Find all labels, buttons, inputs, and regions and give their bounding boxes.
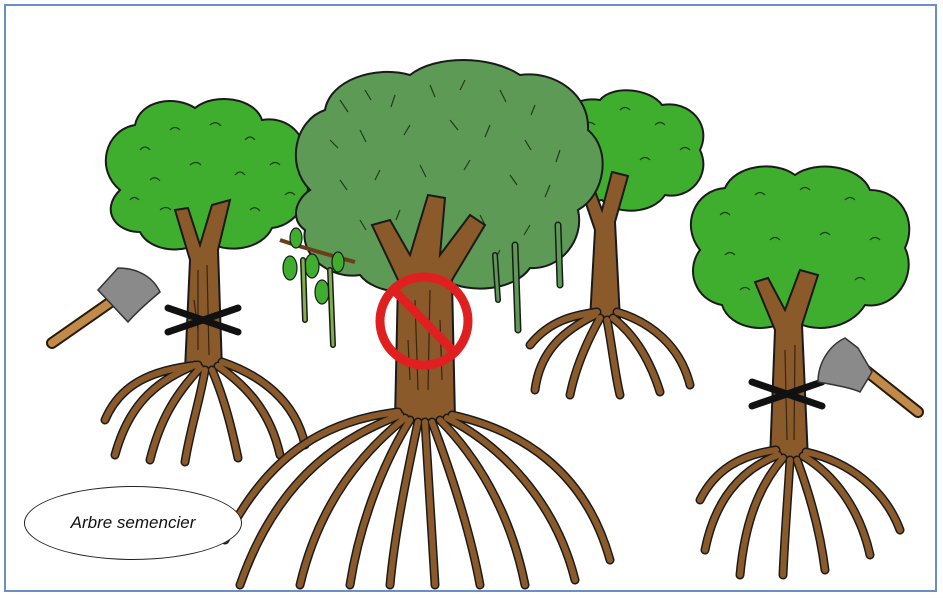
tree-center-roots [225, 412, 610, 585]
tree-right [691, 166, 909, 575]
axe-icon-right [818, 338, 918, 412]
tree-right-roots [700, 450, 900, 575]
tree-left-roots [105, 362, 305, 462]
seed-tree-caption: Arbre semencier [24, 486, 242, 560]
tree-back-right-roots [530, 312, 690, 395]
axe-icon-left [52, 268, 160, 343]
seed-tree-caption-text: Arbre semencier [71, 513, 196, 533]
